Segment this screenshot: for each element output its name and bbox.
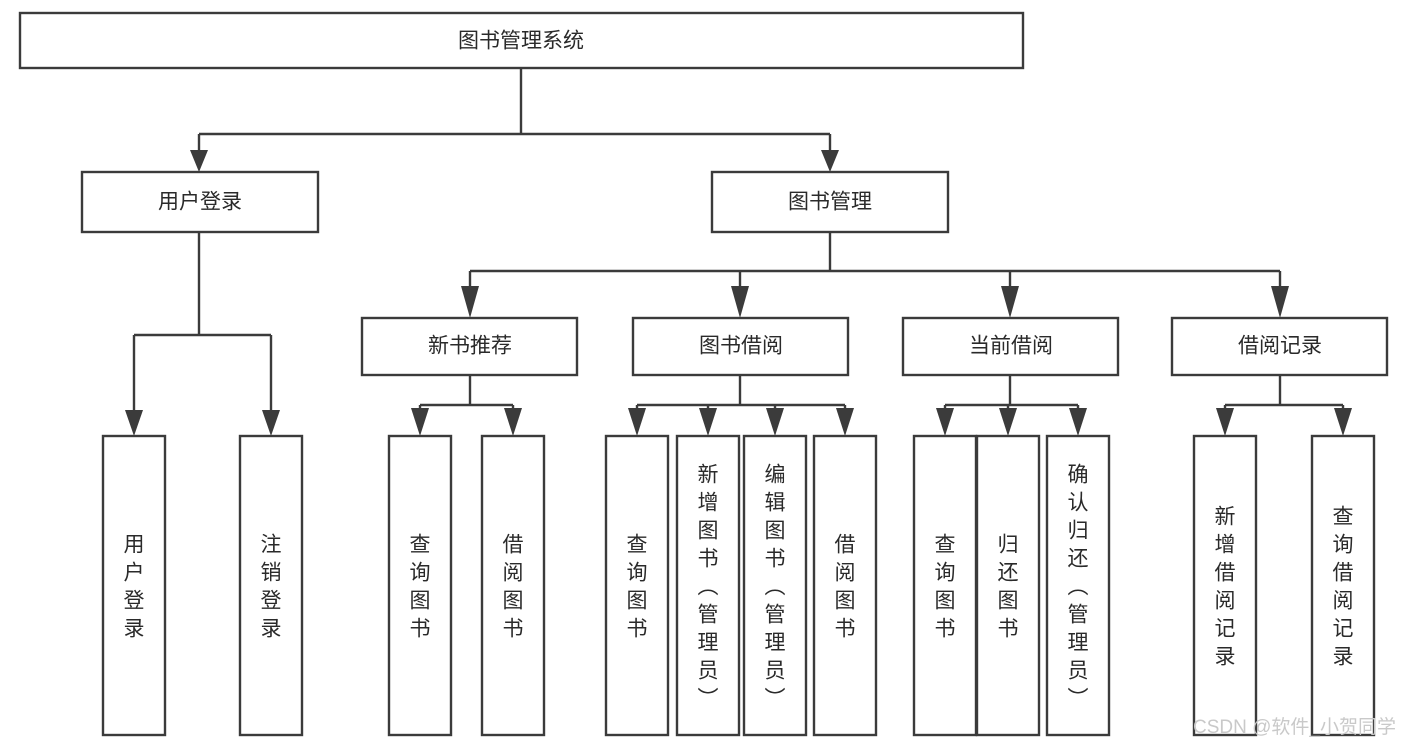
node-leaf-query-borrow-record-label: 查询借阅记录	[1333, 505, 1354, 668]
node-leaf-query-book-2[interactable]: 查询图书	[604, 434, 670, 737]
node-leaf-borrow-book-1-label: 借阅图书	[503, 533, 524, 640]
node-book-borrow-label: 图书借阅	[699, 335, 783, 358]
arrow-head-leaf-query-book-1	[411, 408, 429, 436]
node-leaf-query-book-3-label: 查询图书	[935, 533, 956, 640]
node-leaf-return-book-label: 归还图书	[998, 533, 1019, 640]
node-current-borrow-label: 当前借阅	[969, 335, 1053, 358]
node-new-book-recommend[interactable]: 新书推荐	[360, 316, 579, 377]
node-leaf-borrow-book-2[interactable]: 借阅图书	[812, 434, 878, 737]
node-leaf-edit-book-admin-box[interactable]	[742, 434, 808, 737]
arrow-head-leaf-confirm-return-admin	[1069, 408, 1087, 436]
node-leaf-query-book-2-box[interactable]	[604, 434, 670, 737]
node-leaf-query-book-1-box[interactable]	[387, 434, 453, 737]
node-leaf-query-book-3-box[interactable]	[912, 434, 978, 737]
node-leaf-logout-login-label: 注销登录	[261, 533, 282, 640]
node-leaf-query-book-3[interactable]: 查询图书	[912, 434, 978, 737]
node-leaf-add-book-admin-label: 新增图书︵管理员︶	[698, 463, 719, 710]
node-book-management-label: 图书管理	[788, 191, 872, 214]
node-leaf-borrow-book-1[interactable]: 借阅图书	[480, 434, 546, 737]
node-user-login-label: 用户登录	[158, 191, 242, 214]
node-new-book-recommend-label: 新书推荐	[428, 335, 512, 358]
arrow-head-leaf-user-login	[125, 410, 143, 436]
node-leaf-edit-book-admin-label: 编辑图书︵管理员︶	[765, 463, 786, 710]
node-leaf-query-book-1[interactable]: 查询图书	[387, 434, 453, 737]
node-leaf-query-book-1-label: 查询图书	[410, 533, 431, 640]
node-leaf-add-book-admin-box[interactable]	[675, 434, 741, 737]
node-leaf-query-borrow-record-box[interactable]	[1310, 434, 1376, 737]
node-leaf-borrow-book-2-box[interactable]	[812, 434, 878, 737]
node-book-borrow-box[interactable]	[631, 316, 850, 377]
node-leaf-borrow-book-2-label: 借阅图书	[835, 533, 856, 640]
node-leaf-add-borrow-record-box[interactable]	[1192, 434, 1258, 737]
node-book-borrow[interactable]: 图书借阅	[631, 316, 850, 377]
node-user-login-box[interactable]	[80, 170, 320, 234]
node-leaf-confirm-return-admin-box[interactable]	[1045, 434, 1111, 737]
arrow-head-leaf-logout-login	[262, 410, 280, 436]
arrow-head-leaf-query-borrow-record	[1334, 408, 1352, 436]
arrow-head-borrow-record	[1271, 286, 1289, 318]
node-root-label: 图书管理系统	[458, 30, 584, 53]
arrow-head-book-management	[821, 150, 839, 172]
arrow-head-leaf-query-book-2	[628, 408, 646, 436]
arrow-head-leaf-add-borrow-record	[1216, 408, 1234, 436]
watermark-label: CSDN @软件_小贺同学	[1193, 716, 1396, 738]
arrow-head-leaf-query-book-3	[936, 408, 954, 436]
arrow-head-current-borrow	[1001, 286, 1019, 318]
node-leaf-user-login-label: 用户登录	[124, 533, 145, 640]
node-leaf-logout-login[interactable]: 注销登录	[238, 434, 304, 737]
node-new-book-recommend-box[interactable]	[360, 316, 579, 377]
node-leaf-add-borrow-record-label: 新增借阅记录	[1215, 505, 1236, 668]
connector-layer	[125, 68, 1352, 436]
node-leaf-confirm-return-admin[interactable]: 确认归还︵管理员︶	[1045, 434, 1111, 737]
arrow-head-new-book-recommend	[461, 286, 479, 318]
node-leaf-confirm-return-admin-label: 确认归还︵管理员︶	[1068, 463, 1089, 710]
node-root[interactable]: 图书管理系统	[18, 11, 1025, 70]
node-leaf-user-login[interactable]: 用户登录	[101, 434, 167, 737]
node-leaf-borrow-book-1-box[interactable]	[480, 434, 546, 737]
node-leaf-edit-book-admin[interactable]: 编辑图书︵管理员︶	[742, 434, 808, 737]
arrow-head-leaf-add-book-admin	[699, 408, 717, 436]
node-leaf-add-book-admin[interactable]: 新增图书︵管理员︶	[675, 434, 741, 737]
arrow-head-leaf-return-book	[999, 408, 1017, 436]
node-leaf-return-book[interactable]: 归还图书	[975, 434, 1041, 737]
node-book-management[interactable]: 图书管理	[710, 170, 950, 234]
node-book-management-box[interactable]	[710, 170, 950, 234]
node-leaf-return-book-box[interactable]	[975, 434, 1041, 737]
arrow-head-leaf-borrow-book-2	[836, 408, 854, 436]
node-current-borrow[interactable]: 当前借阅	[901, 316, 1120, 377]
node-borrow-record-label: 借阅记录	[1238, 335, 1322, 358]
node-current-borrow-box[interactable]	[901, 316, 1120, 377]
node-leaf-add-borrow-record[interactable]: 新增借阅记录	[1192, 434, 1258, 737]
node-leaf-user-login-box[interactable]	[101, 434, 167, 737]
node-user-login[interactable]: 用户登录	[80, 170, 320, 234]
arrow-head-book-borrow	[731, 286, 749, 318]
arrow-head-leaf-borrow-book-1	[504, 408, 522, 436]
arrow-head-leaf-edit-book-admin	[766, 408, 784, 436]
node-leaf-query-borrow-record[interactable]: 查询借阅记录	[1310, 434, 1376, 737]
node-leaf-query-book-2-label: 查询图书	[627, 533, 648, 640]
node-borrow-record[interactable]: 借阅记录	[1170, 316, 1389, 377]
node-borrow-record-box[interactable]	[1170, 316, 1389, 377]
node-root-box[interactable]	[18, 11, 1025, 70]
arrow-head-user-login	[190, 150, 208, 172]
node-leaf-logout-login-box[interactable]	[238, 434, 304, 737]
